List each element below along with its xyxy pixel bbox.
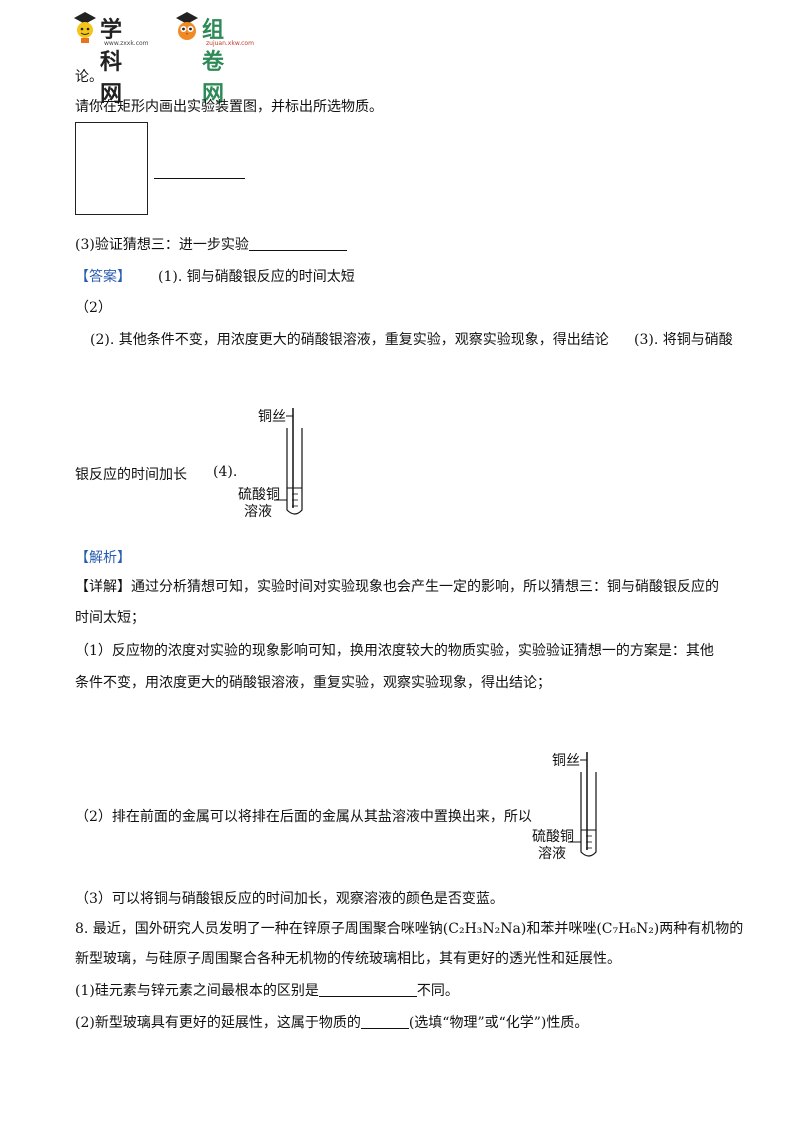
answer-blank (360, 1014, 409, 1029)
xuekewang-logo-url: www.zxxk.com (104, 40, 149, 47)
solution-label: 溶液 (538, 846, 566, 862)
question-3-line: (3)验证猜想三：进一步实验 (75, 234, 347, 254)
analysis-item-1: （1）反应物的浓度对实验的现象影响可知，换用浓度较大的物质实验，实验验证猜想一的… (75, 643, 714, 659)
question-8-part-1: (1)硅元素与锌元素之间最根本的区别是 不同。 (75, 980, 459, 1000)
analysis-tag: 【解析】 (75, 550, 131, 566)
question-8-part-2-text: (2)新型玻璃具有更好的延展性，这属于物质的 (75, 1015, 361, 1031)
owl-mascot-icon (176, 12, 198, 40)
test-tube-icon (568, 752, 597, 857)
solution-label: 溶液 (244, 504, 272, 520)
text-line: 请你在矩形内画出实验装置图，并标出所选物质。 (75, 99, 383, 115)
xuekewang-logo-text: 学科网 (100, 18, 123, 107)
analysis-item-1-cont: 条件不变，用浓度更大的硝酸银溶液，重复实验，观察实验现象，得出结论； (75, 675, 551, 691)
test-tube-diagram-1: 铜丝 硫酸铜 溶液 (236, 404, 316, 522)
answer-item-1: (1). 铜与硝酸银反应的时间太短 (158, 269, 355, 285)
question-8-part-1-suffix: 不同。 (416, 983, 459, 999)
question-8-line: 新型玻璃，与硅原子周围聚合各种无机物的传统玻璃相比，其有更好的透光性和延展性。 (75, 951, 621, 967)
answer-item-3-cont: 银反应的时间加长 (75, 467, 187, 483)
detail-line: 【详解】通过分析猜想可知，实验时间对实验现象也会产生一定的影响，所以猜想三：铜与… (75, 579, 719, 595)
question-3-text: (3)验证猜想三：进一步实验 (75, 237, 249, 253)
text-line: 论。 (75, 69, 103, 85)
xuekewang-logo: 学科网 www.zxxk.com (72, 10, 149, 107)
copper-sulfate-label: 硫酸铜 (532, 829, 574, 845)
question-8-line: 8. 最近，国外研究人员发明了一种在锌原子周围聚合咪唑钠(C₂H₃N₂Na)和苯… (75, 921, 744, 937)
answer-item-2-number: （2） (75, 300, 112, 316)
answer-item-2: (2). 其他条件不变，用浓度更大的硝酸银溶液，重复实验，观察实验现象，得出结论 (90, 332, 609, 348)
graduate-mascot-icon (74, 12, 96, 43)
answer-tag: 【答案】 (75, 269, 131, 285)
answer-blank (248, 236, 347, 251)
copper-wire-label: 铜丝 (552, 753, 580, 769)
zujuanwang-logo-url: zujuan.xkw.com (206, 40, 254, 47)
copper-sulfate-label: 硫酸铜 (238, 487, 280, 503)
answer-blank (318, 982, 417, 997)
question-8-part-1-text: (1)硅元素与锌元素之间最根本的区别是 (75, 983, 319, 999)
answer-item-3: (3). 将铜与硝酸 (634, 332, 733, 348)
detail-line: 时间太短； (75, 610, 145, 626)
zujuanwang-logo-text: 组卷网 (202, 18, 225, 107)
analysis-item-2: （2）排在前面的金属可以将排在后面的金属从其盐溶液中置换出来，所以 (75, 809, 532, 825)
copper-wire-label: 铜丝 (258, 409, 286, 425)
drawing-rectangle (75, 122, 148, 215)
test-tube-icon (274, 408, 303, 515)
zujuanwang-logo: 组卷网 zujuan.xkw.com (174, 10, 254, 107)
answer-item-4: (4). (213, 464, 238, 480)
analysis-item-3: （3）可以将铜与硝酸银反应的时间加长，观察溶液的颜色是否变蓝。 (75, 891, 504, 907)
test-tube-diagram-2: 铜丝 硫酸铜 溶液 (530, 748, 610, 864)
question-8-part-2-suffix: (选填“物理”或“化学”)性质。 (408, 1015, 589, 1031)
question-8-part-2: (2)新型玻璃具有更好的延展性，这属于物质的 (选填“物理”或“化学”)性质。 (75, 1012, 588, 1032)
blank-line (154, 178, 245, 179)
